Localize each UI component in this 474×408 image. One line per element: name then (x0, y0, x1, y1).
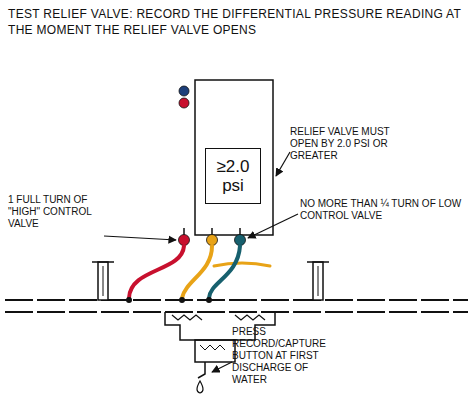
test-kit-box (195, 80, 273, 235)
annotation-note: 1 FULL TURN OF "HIGH" CONTROL VALVE (8, 194, 106, 230)
shutoff-handle (307, 261, 329, 263)
low-hose (209, 246, 240, 298)
annotation-note: PRESS RECORD/CAPTURE BUTTON AT FIRST DIS… (232, 326, 344, 386)
pipe-wall (5, 299, 468, 301)
annotation-note: RELIEF VALVE MUST OPEN BY 2.0 PSI OR GRE… (290, 126, 402, 162)
relief-discharge (198, 362, 205, 378)
check-spring (235, 315, 265, 320)
shutoff-stem (103, 266, 104, 296)
bypass-hose (182, 246, 212, 298)
high-hose (129, 246, 184, 298)
test-cock (126, 297, 132, 303)
leader-arrow (104, 236, 176, 240)
bypass-knob (207, 235, 218, 246)
low-control-knob (235, 235, 246, 246)
pressure-display: ≥2.0 psi (205, 148, 261, 204)
diagram-title: TEST RELIEF VALVE: RECORD THE DIFFERENTI… (8, 6, 468, 38)
shutoff-handle (92, 261, 114, 263)
shutoff-valve (98, 262, 108, 300)
display-reading: ≥2.0 psi (206, 157, 260, 195)
relief-spring (200, 345, 225, 350)
water-drop (197, 381, 203, 393)
annotation-note: NO MORE THAN ¼ TURN OF LOW CONTROL VALVE (300, 198, 466, 222)
test-cock (206, 297, 212, 303)
leader-arrow (248, 214, 298, 238)
indicator-light (179, 86, 189, 96)
test-cock (179, 297, 185, 303)
leader-arrow (276, 152, 290, 176)
shutoff-valve (313, 262, 323, 300)
bypass-hose (214, 263, 270, 266)
leader-arrow (212, 362, 232, 372)
check-spring (172, 315, 202, 320)
high-control-knob (179, 235, 190, 246)
relief-valve-housing (195, 340, 235, 362)
indicator-light (179, 98, 189, 108)
shutoff-stem (318, 266, 319, 296)
pipe-wall (5, 311, 468, 313)
